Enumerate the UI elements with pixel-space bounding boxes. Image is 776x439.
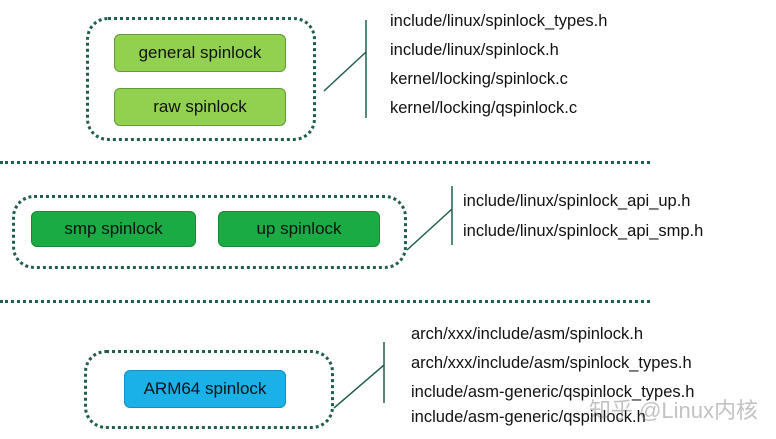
arch-layer-box <box>84 350 334 429</box>
file-path: include/linux/spinlock.h <box>390 41 559 59</box>
file-path: include/linux/spinlock_types.h <box>390 12 608 30</box>
arch-connector-diagonal <box>333 364 385 409</box>
file-path: kernel/locking/spinlock.c <box>390 70 568 88</box>
generic-layer-box <box>86 17 316 141</box>
arch-file-list: arch/xxx/include/asm/spinlock.h arch/xxx… <box>411 320 694 427</box>
file-path: kernel/locking/qspinlock.c <box>390 99 578 117</box>
smp-up-layer-box <box>12 195 407 269</box>
file-path: include/linux/spinlock_api_up.h <box>463 192 691 210</box>
watermark: 知乎 @Linux内核 <box>588 398 758 423</box>
file-path: arch/xxx/include/asm/spinlock.h <box>411 325 644 343</box>
file-path: include/asm-generic/qspinlock.h <box>411 408 646 426</box>
up-spinlock-box: up spinlock <box>218 211 380 247</box>
raw-spinlock-box: raw spinlock <box>114 88 286 126</box>
general-spinlock-box: general spinlock <box>114 34 286 72</box>
file-path: arch/xxx/include/asm/spinlock_types.h <box>411 354 692 372</box>
smp-spinlock-box: smp spinlock <box>31 211 196 247</box>
layer-divider-1 <box>0 161 650 164</box>
smp-up-file-list: include/linux/spinlock_api_up.h include/… <box>463 186 703 246</box>
file-path: include/linux/spinlock_api_smp.h <box>463 222 704 240</box>
layer-divider-2 <box>0 300 650 303</box>
generic-connector-diagonal <box>323 51 367 92</box>
arm64-spinlock-box: ARM64 spinlock <box>124 370 286 408</box>
smp-up-connector-diagonal <box>406 208 453 251</box>
generic-file-list: include/linux/spinlock_types.h include/l… <box>390 7 607 123</box>
file-path: include/asm-generic/qspinlock_types.h <box>411 383 695 401</box>
